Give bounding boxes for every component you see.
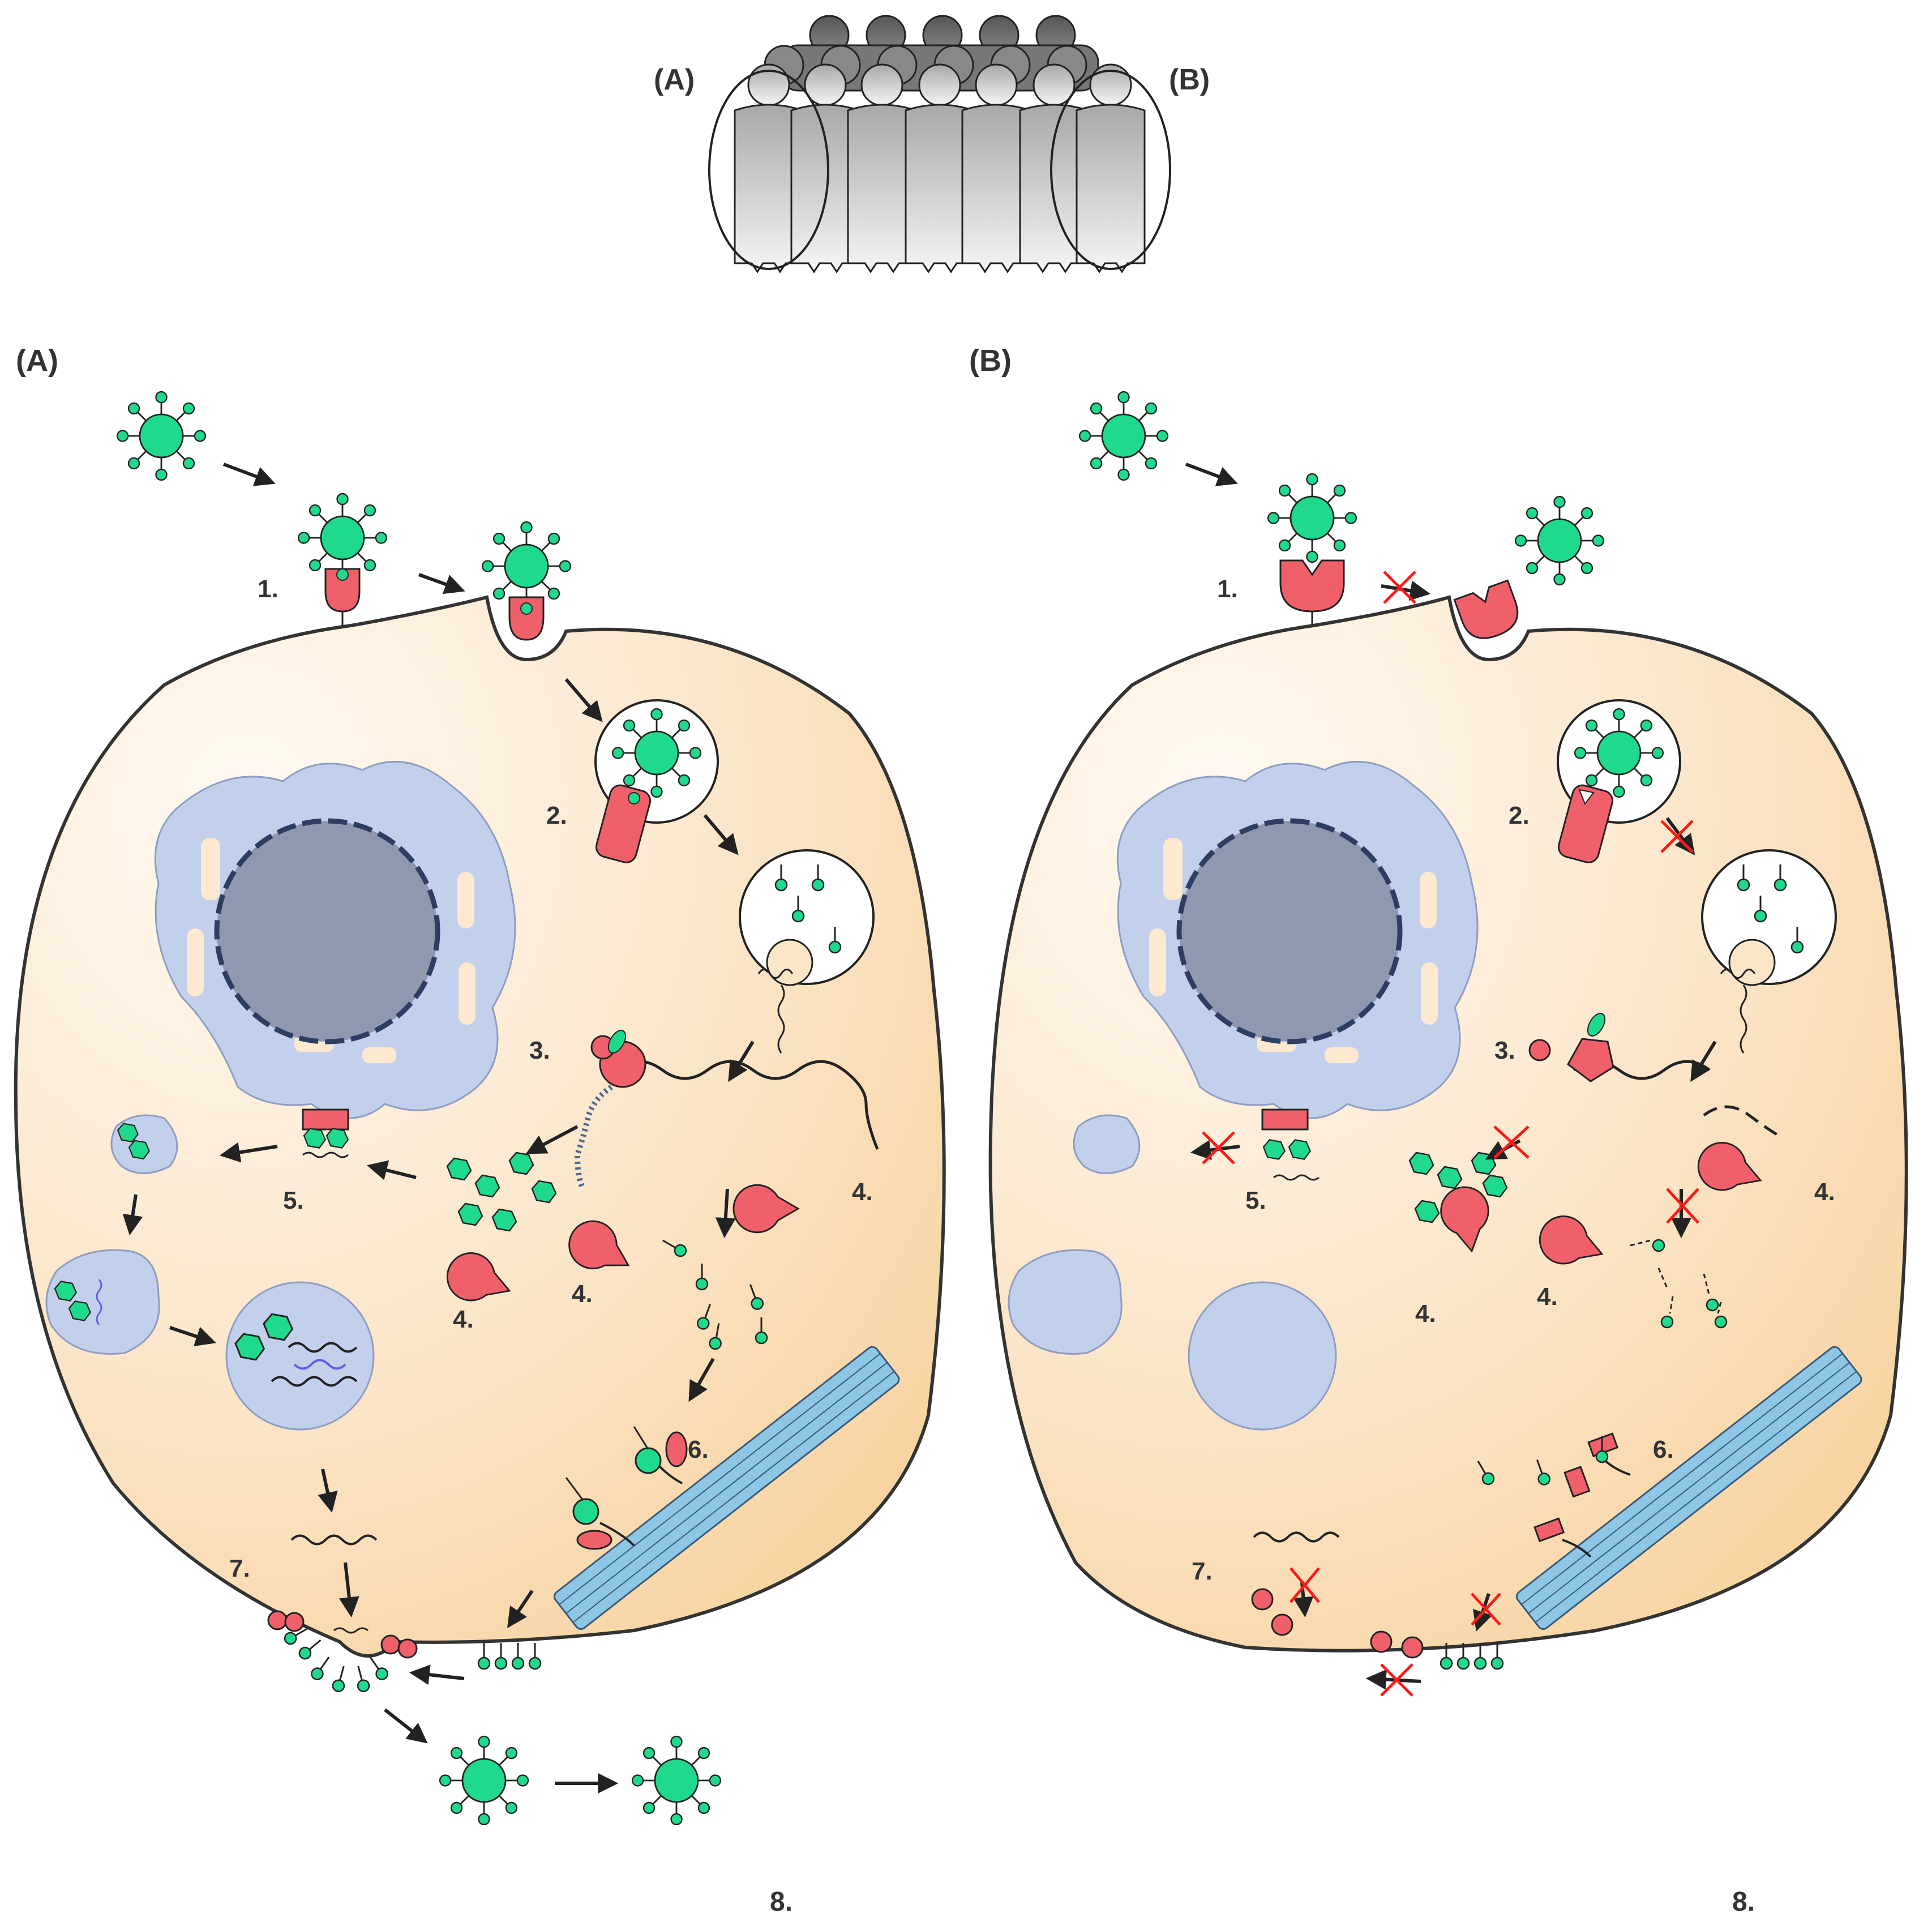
block-mark (1383, 571, 1416, 604)
step-2-label: 2. (546, 802, 567, 829)
replication-compartment (225, 1281, 375, 1431)
motor-protein-2 (565, 1477, 635, 1550)
step-8-label: 8. (770, 1887, 792, 1917)
panel-a-title: (A) (16, 344, 58, 378)
viral-rna (616, 1060, 879, 1150)
released-virus-2 (631, 1735, 722, 1826)
nucleus-b (1176, 818, 1403, 1045)
step-1-label: 1. (258, 575, 279, 603)
budding-site (267, 1610, 418, 1694)
step-6-label-b: 6. (1653, 1436, 1674, 1463)
panel-b-title: (B) (969, 344, 1012, 378)
step-7-label: 7. (229, 1555, 250, 1582)
step-7-label-b: 7. (1192, 1557, 1213, 1585)
step-3-label-b: 3. (1494, 1037, 1515, 1064)
step-4-label-b: 4. (453, 1305, 474, 1333)
step-3-label: 3. (529, 1037, 550, 1064)
step-4-label-c: 4. (572, 1280, 593, 1308)
group-a-ellipse (708, 70, 829, 270)
receptor-b (1279, 559, 1345, 613)
motor-protein-1 (633, 1426, 688, 1484)
incoming-virus (116, 391, 207, 481)
nucleus (214, 818, 440, 1045)
er-cisternae-gaps-b (1149, 838, 1438, 1063)
step-5-label: 5. (283, 1187, 304, 1214)
step-8-label-b: 8. (1732, 1887, 1755, 1917)
membrane-glycoproteins (477, 1642, 542, 1670)
er-cisternae-gaps (187, 838, 475, 1063)
population-label-b: (B) (1169, 63, 1210, 96)
step-4-label-b-a: 4. (1814, 1178, 1835, 1206)
group-b-ellipse (1050, 70, 1171, 270)
panel-a: (A) 1. 2. (14, 344, 946, 1917)
step-1-label-b: 1. (1217, 575, 1238, 603)
step-4-label-a: 4. (852, 1178, 873, 1206)
progeny-rna (290, 1534, 378, 1546)
population-illustration: (A) (B) (654, 15, 1210, 273)
panel-b: (B) 1. 2. (969, 344, 1908, 1917)
front-row-people (734, 63, 1146, 273)
microtubule (553, 1346, 900, 1630)
replication-vesicle-medium (45, 1249, 160, 1355)
step-4-label-b-c: 4. (1537, 1283, 1558, 1311)
released-virus-1 (439, 1735, 529, 1826)
stalled-ribosome (1567, 1038, 1614, 1082)
dashed-fragments (1630, 1239, 1722, 1314)
step-5-label-b: 5. (1245, 1187, 1266, 1214)
step-6-label: 6. (688, 1436, 709, 1463)
step-2-label-b: 2. (1509, 802, 1530, 829)
polypeptide-chain (574, 1084, 613, 1191)
population-label-a: (A) (654, 63, 695, 96)
step-4-label-b-b: 4. (1415, 1300, 1436, 1328)
assembly-complex (302, 1108, 349, 1158)
